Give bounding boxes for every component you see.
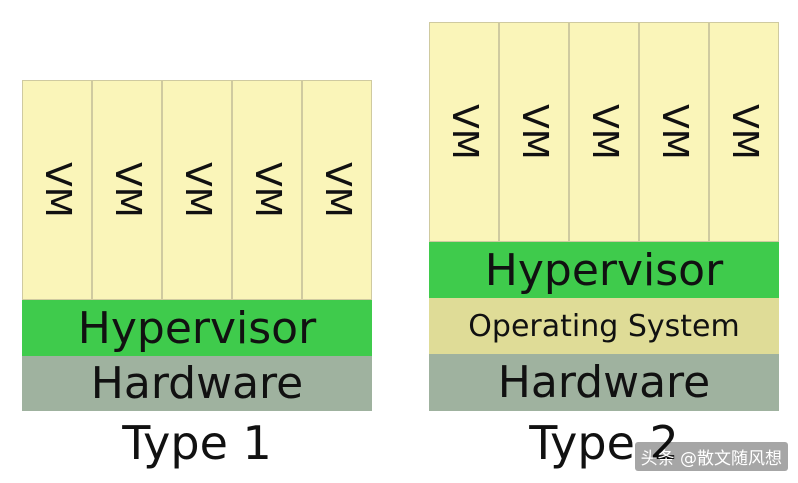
type1-hypervisor-layer: Hypervisor <box>22 300 372 356</box>
type1-hypervisor-label: Hypervisor <box>77 302 317 354</box>
type2-hardware-layer: Hardware <box>429 354 779 411</box>
type2-hypervisor-label: Hypervisor <box>484 244 724 296</box>
type2-vm-5: VM <box>709 22 779 242</box>
vm-label: VM <box>177 162 218 218</box>
type1-vm-4: VM <box>232 80 302 300</box>
vm-label: VM <box>107 162 148 218</box>
type1-hardware-label: Hardware <box>90 358 304 409</box>
vm-label: VM <box>514 104 555 160</box>
type2-vm-3: VM <box>569 22 639 242</box>
vm-label: VM <box>444 104 485 160</box>
type2-hardware-label: Hardware <box>497 357 711 408</box>
type1-caption: Type 1 <box>122 416 272 470</box>
type2-hypervisor-layer: Hypervisor <box>429 242 779 298</box>
type2-os-layer: Operating System <box>429 298 779 354</box>
type2-vm-row: VM VM VM VM VM <box>429 22 779 242</box>
type2-caption: Type 2 <box>529 416 679 470</box>
watermark: 头条 @散文随风想 <box>634 442 788 471</box>
type1-vm-row: VM VM VM VM VM <box>22 80 372 300</box>
vm-label: VM <box>584 104 625 160</box>
vm-label: VM <box>654 104 695 160</box>
type1-vm-5: VM <box>302 80 372 300</box>
type2-os-label: Operating System <box>468 308 740 344</box>
type1-vm-2: VM <box>92 80 162 300</box>
type2-vm-2: VM <box>499 22 569 242</box>
type1-vm-1: VM <box>22 80 92 300</box>
vm-label: VM <box>317 162 358 218</box>
type1-hardware-layer: Hardware <box>22 356 372 411</box>
type2-vm-1: VM <box>429 22 499 242</box>
vm-label: VM <box>724 104 765 160</box>
vm-label: VM <box>247 162 288 218</box>
type2-vm-4: VM <box>639 22 709 242</box>
type1-vm-3: VM <box>162 80 232 300</box>
vm-label: VM <box>37 162 78 218</box>
